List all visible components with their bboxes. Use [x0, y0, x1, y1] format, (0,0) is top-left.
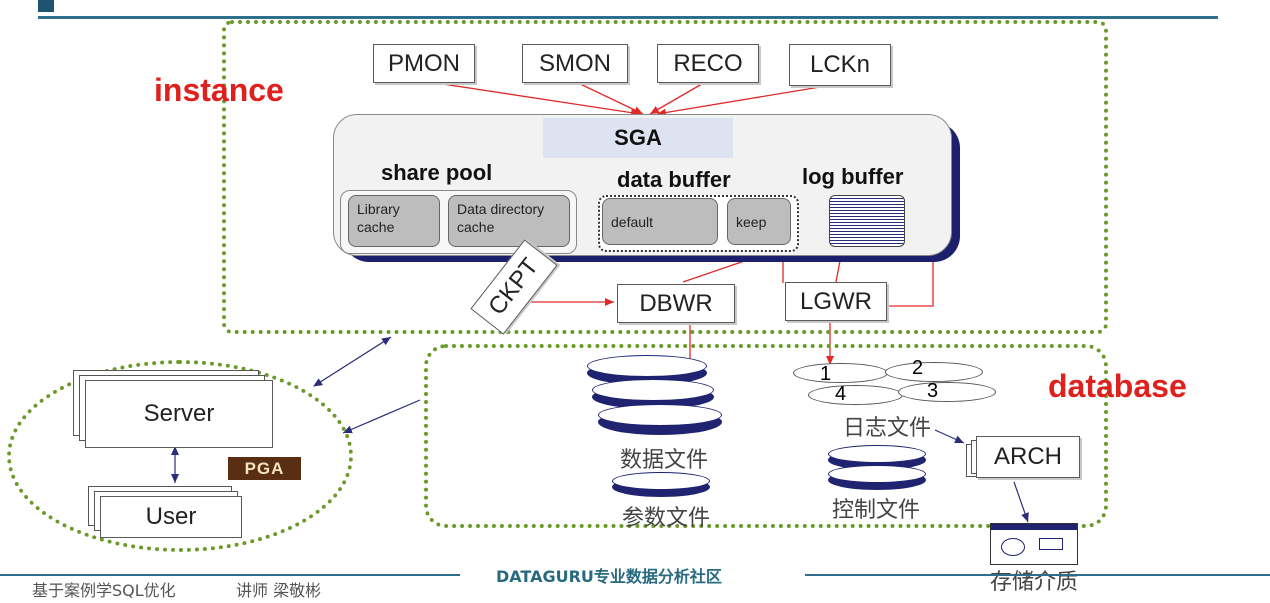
log-files-label: 日志文件 — [843, 416, 932, 441]
log-buffer-label: log buffer — [802, 164, 904, 189]
library-cache: Library cache — [348, 195, 440, 247]
database-region — [424, 344, 1108, 528]
client-region — [7, 360, 353, 552]
data-directory-cache: Data directory cache — [448, 195, 570, 247]
library-cache-line1: Library — [357, 201, 400, 217]
footer-teacher: 讲师 梁敬彬 — [236, 581, 322, 600]
process-smon: SMON — [522, 44, 628, 83]
footer-line-right — [805, 574, 1270, 576]
log-group-2-number: 2 — [912, 357, 924, 379]
server-box: Server — [85, 380, 273, 448]
log-group-3 — [898, 382, 996, 402]
control-file-disk-1-top — [828, 445, 926, 463]
share-pool-label: share pool — [381, 160, 493, 185]
storage-label: 存储介质 — [990, 570, 1079, 595]
param-file-disk-top — [612, 472, 710, 490]
log-group-4 — [808, 385, 903, 405]
param-files-label: 参数文件 — [622, 506, 711, 531]
process-reco: RECO — [657, 44, 759, 83]
storage-slot-icon — [1039, 538, 1063, 550]
log-group-3-number: 3 — [927, 380, 939, 402]
database-label: database — [1048, 368, 1187, 404]
log-group-2 — [885, 362, 983, 382]
library-cache-line2: cache — [357, 219, 395, 235]
footer-course: 基于案例学SQL优化 — [32, 581, 176, 600]
process-lckn: LCKn — [789, 44, 891, 86]
storage-device-top-bar — [991, 524, 1077, 530]
data-buffer-label: data buffer — [617, 167, 731, 192]
log-group-4-number: 4 — [835, 383, 847, 405]
data-file-disk-1-top — [587, 355, 707, 377]
log-buffer-box — [829, 195, 905, 247]
header-bar — [38, 0, 1218, 19]
data-directory-cache-line2: cache — [457, 219, 495, 235]
footer-brand: DATAGURU专业数据分析社区 — [496, 567, 722, 586]
process-arch: ARCH — [976, 436, 1080, 478]
process-dbwr: DBWR — [617, 284, 735, 323]
process-pmon: PMON — [373, 44, 475, 83]
data-file-disk-2-top — [592, 379, 714, 401]
storage-disk-icon — [1001, 538, 1025, 556]
footer-line-left — [0, 574, 460, 576]
log-group-1 — [793, 363, 888, 383]
storage-device — [990, 523, 1078, 565]
sga-title: SGA — [543, 118, 733, 158]
data-files-label: 数据文件 — [620, 448, 709, 473]
user-box: User — [100, 496, 242, 538]
control-file-disk-2-top — [828, 465, 926, 483]
default-pool: default — [602, 198, 718, 245]
data-file-disk-3-top — [598, 404, 722, 426]
data-directory-cache-line1: Data directory — [457, 201, 545, 217]
header-marker — [38, 0, 54, 12]
control-files-label: 控制文件 — [832, 498, 921, 523]
instance-label: instance — [154, 72, 284, 108]
pga-badge: PGA — [228, 457, 301, 480]
keep-pool: keep — [727, 198, 791, 245]
process-lgwr: LGWR — [785, 282, 887, 321]
instance-region — [222, 20, 1108, 334]
log-group-1-number: 1 — [820, 363, 832, 385]
